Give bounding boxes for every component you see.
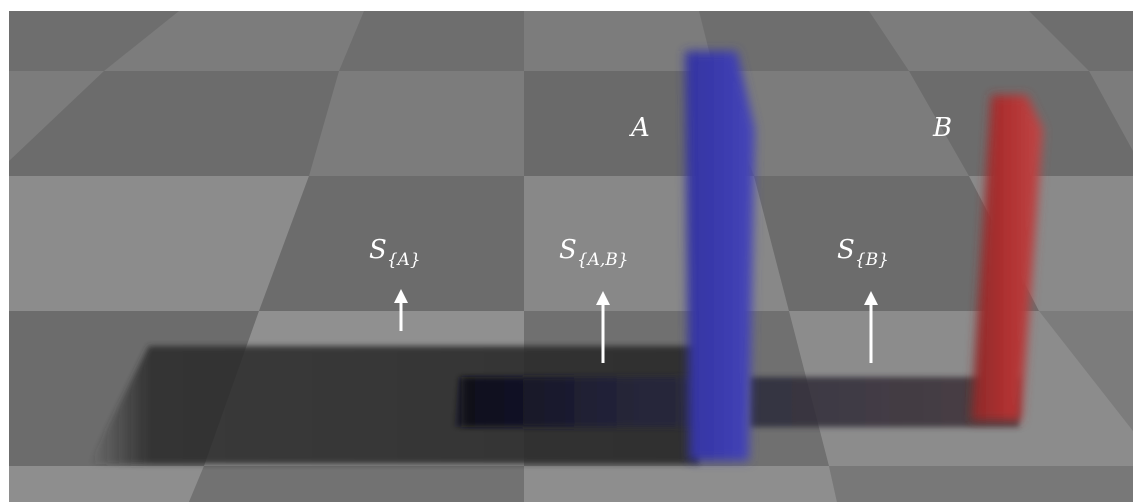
label-A: A xyxy=(631,115,650,141)
label-S-B: S{B} xyxy=(837,237,889,263)
label-B: B xyxy=(933,115,952,141)
object-A xyxy=(685,51,755,461)
shadow-A-and-B xyxy=(454,377,709,427)
label-S-AB: S{A,B} xyxy=(559,237,629,263)
label-S-A: S{A} xyxy=(369,237,421,263)
scene: A B S{A} S{A,B} S{B} xyxy=(9,11,1133,502)
